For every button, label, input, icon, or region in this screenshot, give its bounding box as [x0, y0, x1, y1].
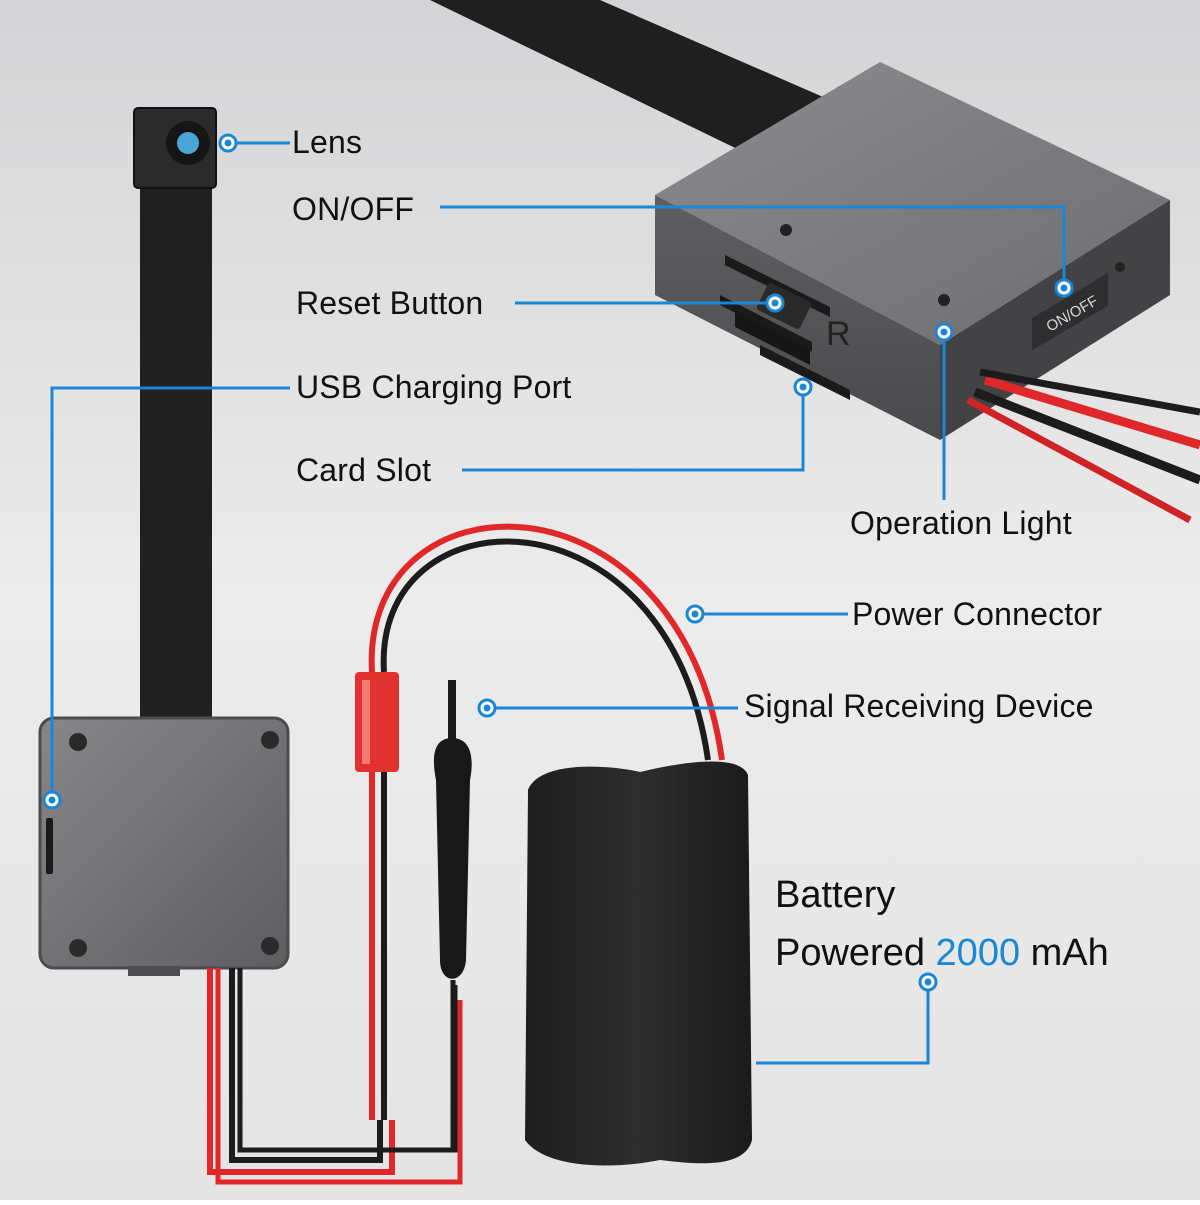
screw-hole-2: [938, 294, 950, 306]
wire-black-out-2: [979, 368, 1200, 416]
callout-line-usb: [50, 386, 290, 800]
wire-module-red-2: [215, 968, 463, 1185]
wire-loop-black: [380, 538, 711, 761]
battery-pack: [525, 761, 752, 1166]
screw-hole-3: [1115, 262, 1125, 272]
antenna-body: [433, 738, 472, 979]
label-card-slot: Card Slot: [296, 452, 432, 488]
power-connector-shine: [362, 680, 370, 764]
battery-caption: Battery Powered 2000 mAh: [775, 866, 1109, 982]
flex-strip: [140, 170, 212, 730]
callout-line-cardslot: [462, 387, 805, 472]
module-screw-bl: [69, 939, 87, 957]
wire-red-out: [983, 375, 1200, 450]
wire-module-black: [229, 968, 383, 1163]
callout-line-onoff: [440, 205, 1066, 288]
usb-port: [735, 312, 810, 365]
callout-dots: [42, 133, 1074, 992]
module-bottom-tab: [128, 966, 180, 976]
card-slot-lower: [760, 345, 850, 400]
label-on-off: ON/OFF: [292, 191, 415, 227]
switch-plate: [1032, 273, 1108, 350]
ribbon-cable-top: [430, 0, 830, 160]
battery-powered-text: Powered: [775, 932, 925, 974]
wire-module-red: [207, 968, 395, 1175]
label-operation-light: Operation Light: [850, 505, 1072, 541]
module-screw-br: [261, 937, 279, 955]
label-usb-charging-port: USB Charging Port: [296, 369, 572, 405]
reset-slot: [720, 295, 812, 352]
power-connector-plug: [355, 672, 399, 772]
module-usb-port: [46, 818, 53, 874]
wire-black-out-1: [973, 387, 1200, 485]
battery-capacity-value: 2000: [935, 932, 1021, 974]
small-module: [38, 716, 290, 976]
lens-glass: [177, 132, 199, 154]
antenna-wire: [448, 680, 456, 740]
label-power-connector: Power Connector: [852, 596, 1103, 632]
wire-red-out-2: [966, 396, 1192, 524]
callout-lines: [50, 141, 1066, 1065]
reset-mark: R: [826, 315, 851, 353]
battery-line-2: Powered 2000 mAh: [775, 924, 1109, 982]
recorder-box: R ON/OFF: [655, 62, 1200, 524]
box-top-face: [655, 62, 1170, 345]
module-screw-tr: [261, 731, 279, 749]
module-body: [38, 716, 290, 970]
battery-capacity-unit: mAh: [1030, 932, 1109, 974]
screw-hole-1: [780, 224, 792, 236]
camera-lens-assembly: [133, 107, 217, 730]
callout-dot-centers: [48, 139, 1068, 986]
label-signal-receiving-device: Signal Receiving Device: [744, 688, 1094, 724]
callout-line-battery: [756, 982, 930, 1065]
label-reset-button: Reset Button: [296, 285, 484, 321]
label-lens: Lens: [292, 124, 363, 160]
module-screw-tl: [69, 733, 87, 751]
battery-line-1: Battery: [775, 874, 896, 916]
wire-loop-red: [368, 523, 725, 761]
